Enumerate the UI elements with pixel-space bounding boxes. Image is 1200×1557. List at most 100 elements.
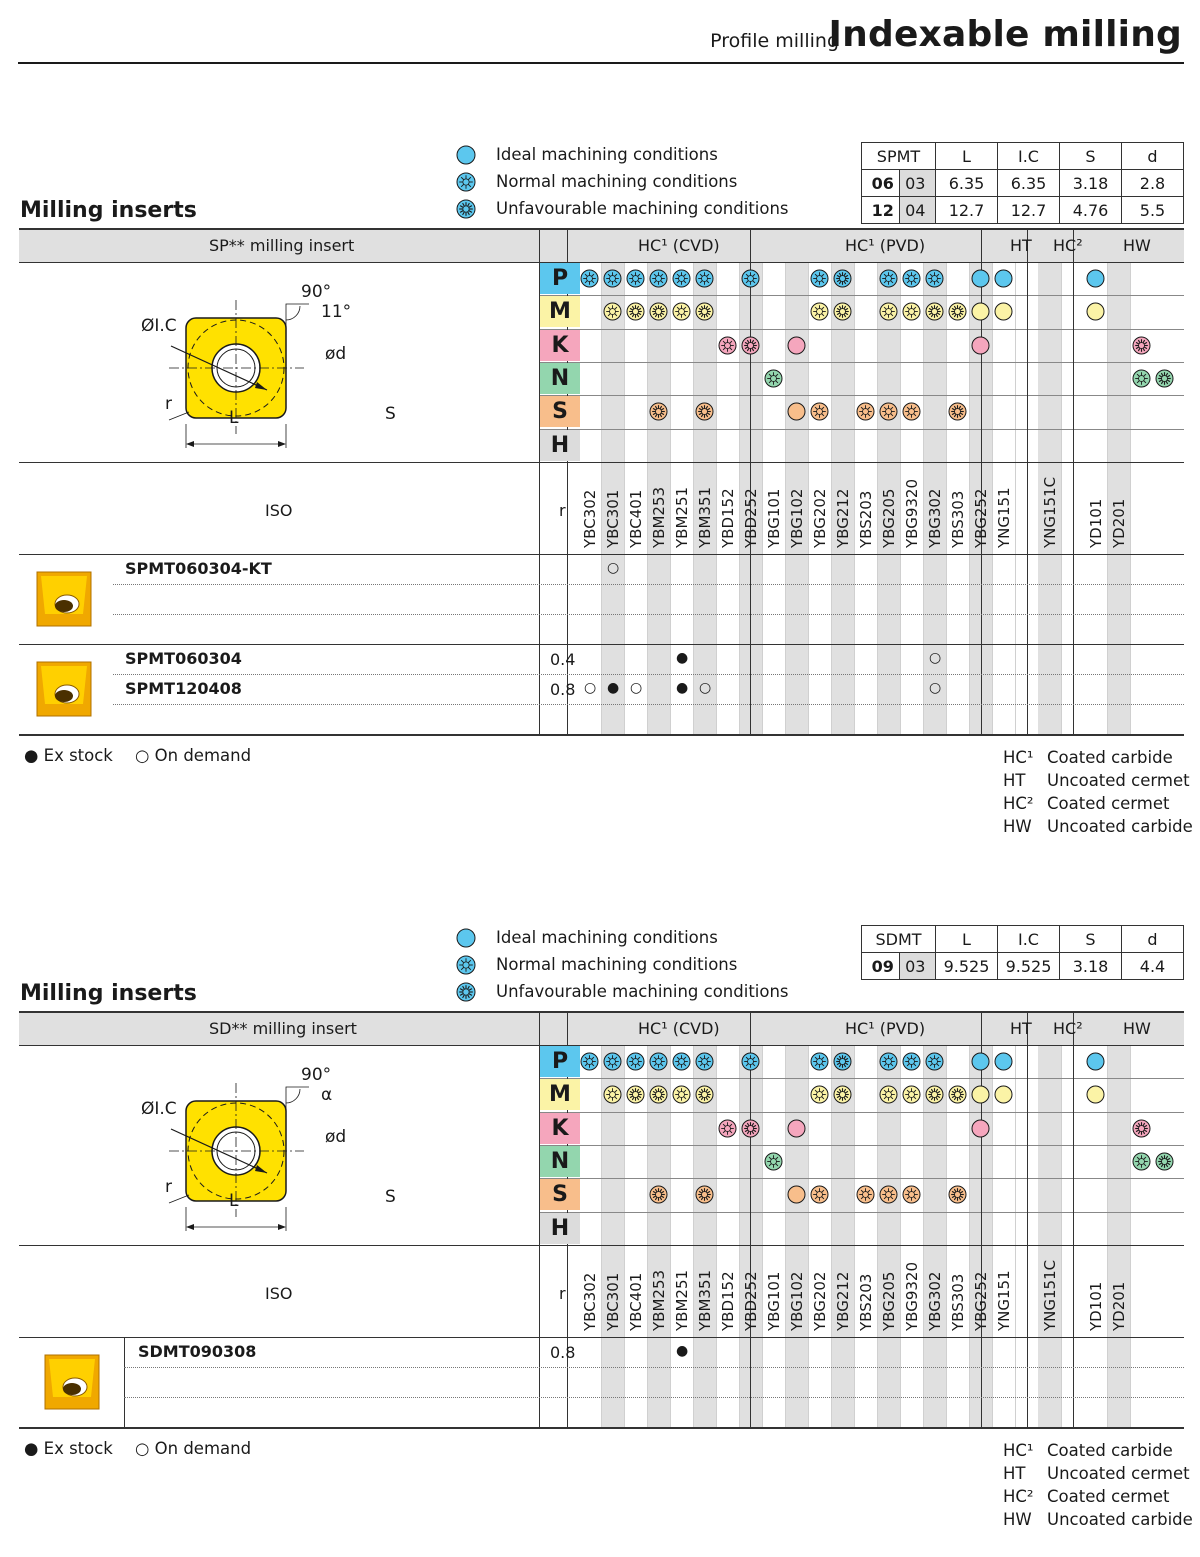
group-rule — [1027, 228, 1028, 734]
unfavourable-condition-icon — [741, 336, 760, 355]
header-band — [19, 1011, 1184, 1045]
grade-label: YBM251 — [673, 1269, 691, 1331]
row-rule — [124, 1367, 1184, 1368]
column-shade — [923, 1045, 946, 1427]
grade-label: YBG202 — [811, 488, 829, 548]
dimension-d: 2.8 — [1121, 169, 1184, 197]
insert-code[interactable]: SPMT060304-KT — [125, 559, 272, 578]
unfavourable-condition-icon — [833, 302, 852, 321]
grade-label: YBS203 — [857, 490, 875, 548]
drawing-label-clearance: 11° — [321, 302, 352, 322]
normal-condition-icon — [626, 269, 645, 288]
column-rule — [716, 1045, 717, 1427]
material-H: H — [540, 429, 580, 461]
page-header: Profile milling Indexable milling — [18, 0, 1184, 64]
insert-code[interactable]: SPMT060304 — [125, 649, 242, 668]
normal-condition-icon — [879, 1185, 898, 1204]
normal-condition-icon — [810, 269, 829, 288]
drawing-label-S: S — [385, 1187, 396, 1207]
thumb-rule — [124, 1337, 125, 1427]
on-demand-mark: ○ — [929, 650, 942, 666]
ideal-condition-icon — [971, 1085, 990, 1104]
column-shade — [969, 1045, 992, 1427]
row-rule — [124, 1397, 1184, 1398]
column-shade — [831, 262, 854, 734]
group-header-hc2: HC² — [1053, 236, 1083, 255]
legend-label: Normal machining conditions — [496, 172, 738, 191]
column-rule — [693, 262, 694, 734]
table-top-rule — [19, 1011, 1184, 1013]
group-rule — [981, 1011, 982, 1427]
insert-code[interactable]: SPMT120408 — [125, 679, 242, 698]
grade-label: YBM253 — [650, 1269, 668, 1331]
ideal-condition-icon — [787, 336, 806, 355]
dimension-IC: 6.35 — [997, 169, 1060, 197]
normal-condition-icon — [810, 1185, 829, 1204]
column-rule — [762, 262, 763, 734]
column-shade — [831, 1045, 854, 1427]
grade-label: YBC302 — [581, 1272, 599, 1331]
corner-radius: 0.8 — [550, 680, 576, 699]
drawing-label-d: ød — [325, 344, 347, 364]
column-rule — [1061, 1045, 1062, 1427]
column-shade — [923, 262, 946, 734]
unfavourable-condition-icon — [948, 1085, 967, 1104]
col-rule-r — [567, 228, 568, 734]
row-rule — [113, 704, 1184, 705]
normal-condition-icon — [879, 1085, 898, 1104]
group-header-hw: HW — [1123, 236, 1151, 255]
unfavourable-condition-icon — [833, 1052, 852, 1071]
materials-rule — [19, 462, 1184, 463]
grade-label: YBS303 — [949, 1273, 967, 1331]
dimension-L: 6.35 — [935, 169, 998, 197]
grade-label: YNG151C — [1041, 1259, 1059, 1331]
ideal-condition-icon — [1086, 1085, 1105, 1104]
insert-code[interactable]: SDMT090308 — [138, 1342, 257, 1361]
column-rule — [1130, 262, 1131, 734]
grade-key-code: HC¹ — [1003, 1441, 1034, 1460]
grade-key-code: HT — [1003, 1464, 1026, 1483]
column-rule — [900, 262, 901, 734]
column-rule — [946, 262, 947, 734]
column-rule — [1061, 262, 1062, 734]
grade-label: YBC401 — [627, 1272, 645, 1331]
grade-label: YD101 — [1087, 1281, 1105, 1331]
unfavourable-condition-icon — [1155, 369, 1174, 388]
normal-condition-icon — [672, 302, 691, 321]
normal-condition-icon — [580, 269, 599, 288]
grade-label: YBG102 — [788, 1271, 806, 1331]
normal-condition-icon — [718, 1119, 737, 1138]
grade-label: YBM251 — [673, 486, 691, 548]
grade-label: YBM351 — [696, 1269, 714, 1331]
ideal-condition-icon — [787, 1119, 806, 1138]
column-rule — [716, 262, 717, 734]
normal-condition-icon — [626, 1052, 645, 1071]
normal-condition-icon — [718, 336, 737, 355]
grade-label: YNG151C — [1041, 476, 1059, 548]
drawing-label-dia: ØI.C — [141, 1099, 177, 1119]
material-P: P — [540, 1046, 580, 1077]
unfavourable-condition-icon — [948, 402, 967, 421]
dimension-d: 5.5 — [1121, 196, 1184, 224]
material-rule — [539, 295, 1184, 297]
column-shade — [647, 1045, 670, 1427]
section-title: Milling inserts — [20, 198, 197, 223]
group-rule — [981, 228, 982, 734]
column-rule — [969, 1045, 970, 1427]
group-rule — [1073, 228, 1074, 734]
legend-normal: Normal machining conditions — [456, 954, 789, 981]
dimension-L: 9.525 — [935, 952, 998, 980]
column-rule — [739, 1045, 740, 1427]
unfavourable-condition-icon — [695, 302, 714, 321]
grade-label: YBG9320 — [903, 1262, 921, 1331]
ideal-condition-icon — [971, 1119, 990, 1138]
normal-condition-icon — [603, 1085, 622, 1104]
unfavourable-condition-icon — [626, 1085, 645, 1104]
grade-label: YBM253 — [650, 486, 668, 548]
grade-label: YBS203 — [857, 1273, 875, 1331]
